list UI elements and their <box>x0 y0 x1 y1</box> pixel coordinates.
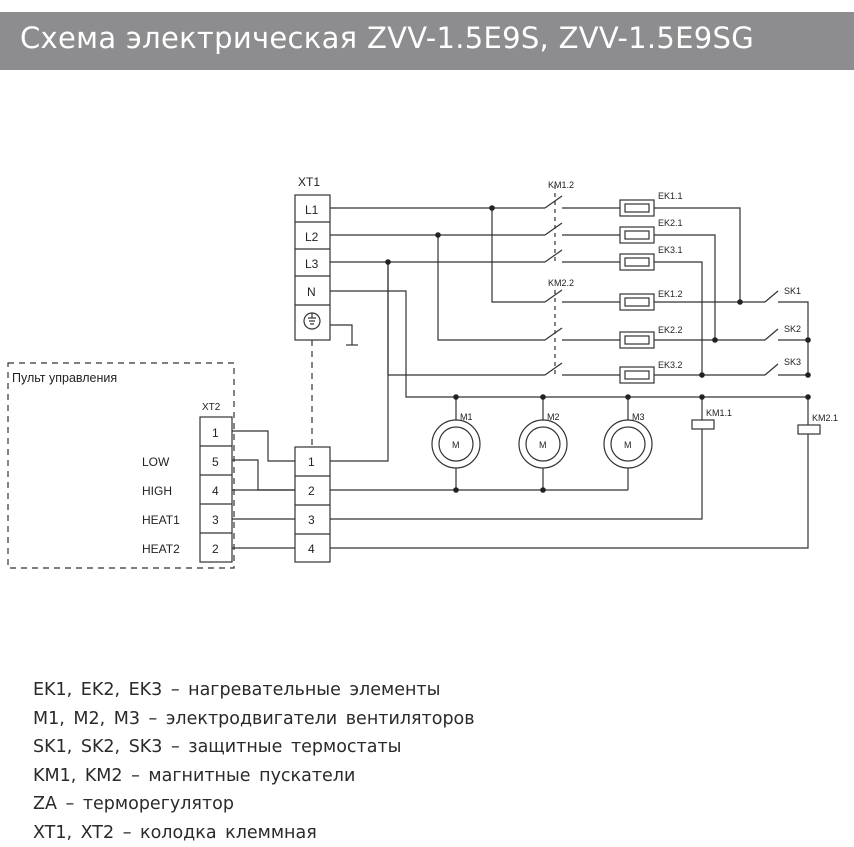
motors <box>431 419 653 469</box>
legend-item: XT1, XT2 – колодка клеммная <box>33 822 317 843</box>
header-bar: Схема электрическая ZVV-1.5E9S, ZVV-1.5E… <box>0 12 854 70</box>
page-title: Схема электрическая ZVV-1.5E9S, ZVV-1.5E… <box>20 21 754 55</box>
motor-m2-label: M2 <box>547 412 560 422</box>
terminal-4: 4 <box>308 542 315 556</box>
xt1-terminal-l2: L2 <box>305 230 319 244</box>
legend-item: KM1, KM2 – магнитные пускатели <box>33 765 356 786</box>
thermostat-sk1-label: SK1 <box>784 286 801 296</box>
terminal-3: 3 <box>308 513 315 527</box>
xt2-pin: 3 <box>212 513 219 527</box>
coil-km1 <box>691 419 715 430</box>
wiring-diagram: XT1 L1 L2 L3 N Пульт управления XT2 1 5 … <box>7 175 838 569</box>
control-panel-label: Пульт управления <box>12 371 117 385</box>
legend-item: M1, M2, M3 – электродвигатели вентилятор… <box>33 708 475 729</box>
motor-symbol: M <box>539 440 547 450</box>
heater-label: EK3.1 <box>658 245 683 255</box>
signal-heat2: HEAT2 <box>142 542 180 556</box>
motor-m3-label: M3 <box>632 412 645 422</box>
control-panel-box <box>7 362 235 569</box>
xt1-label: XT1 <box>298 175 320 189</box>
heater-label: EK2.2 <box>658 325 683 335</box>
heater-label: EK2.1 <box>658 218 683 228</box>
thermostat-sk2-label: SK2 <box>784 324 801 334</box>
coil-km11-label: KM1.1 <box>706 408 732 418</box>
xt2-label: XT2 <box>202 402 221 413</box>
legend-item: SK1, SK2, SK3 – защитные термостаты <box>33 737 402 757</box>
thermostat-sk3-label: SK3 <box>784 357 801 367</box>
terminal-2: 2 <box>308 484 315 498</box>
motor-m1-label: M1 <box>460 412 473 422</box>
heater-elements <box>619 199 655 384</box>
heater-label: EK3.2 <box>658 360 683 370</box>
xt1-terminal-l3: L3 <box>305 257 319 271</box>
coil-km21-label: KM2.1 <box>812 413 838 423</box>
xt1-terminal-n: N <box>307 285 316 299</box>
legend-item: ZA – терморегулятор <box>33 794 234 814</box>
signal-low: LOW <box>142 455 170 469</box>
heater-label: EK1.1 <box>658 191 683 201</box>
coil-km2 <box>797 424 821 435</box>
terminal-1: 1 <box>308 455 315 469</box>
xt2-pin: 4 <box>212 484 219 498</box>
contact-km22-label: KM2.2 <box>548 278 574 288</box>
legend-item: EK1, EK2, EK3 – нагревательные элементы <box>33 680 441 700</box>
xt1-terminal-l1: L1 <box>305 203 319 217</box>
legend: EK1, EK2, EK3 – нагревательные элементы … <box>33 676 475 847</box>
contact-km12-label: KM1.2 <box>548 180 574 190</box>
signal-high: HIGH <box>142 484 172 498</box>
motor-symbol: M <box>624 440 632 450</box>
xt2-pin: 5 <box>212 455 219 469</box>
heater-label: EK1.2 <box>658 289 683 299</box>
xt2-pin: 2 <box>212 542 219 556</box>
signal-heat1: HEAT1 <box>142 513 180 527</box>
xt2-pin: 1 <box>212 426 219 440</box>
motor-symbol: M <box>452 440 460 450</box>
